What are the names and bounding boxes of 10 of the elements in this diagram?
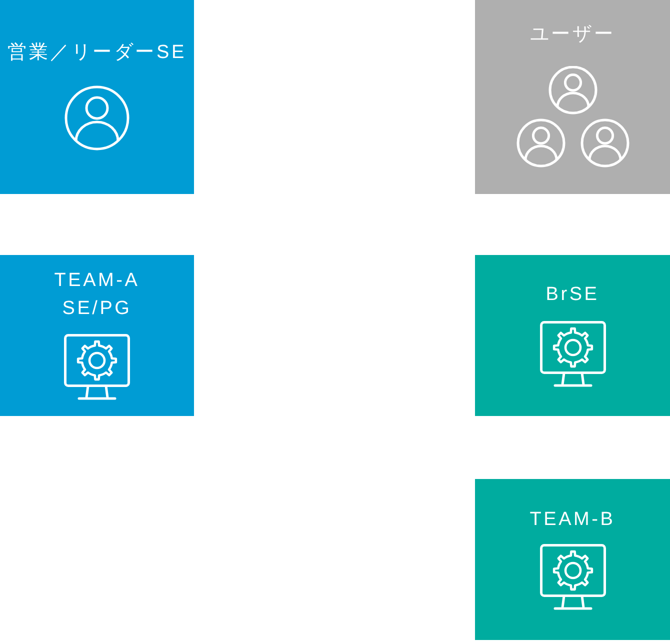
role-box xyxy=(475,479,670,640)
role-label: TEAM-B xyxy=(530,508,616,532)
role-label: 営業／リーダーSE xyxy=(8,41,186,65)
role-label: ユーザー xyxy=(530,23,616,47)
role-box xyxy=(0,0,194,194)
role-label: TEAM-A SE/PG xyxy=(53,269,141,321)
role-box xyxy=(475,0,670,194)
role-box xyxy=(475,255,670,416)
role-label: BrSE xyxy=(546,283,600,307)
role-box xyxy=(0,255,194,416)
